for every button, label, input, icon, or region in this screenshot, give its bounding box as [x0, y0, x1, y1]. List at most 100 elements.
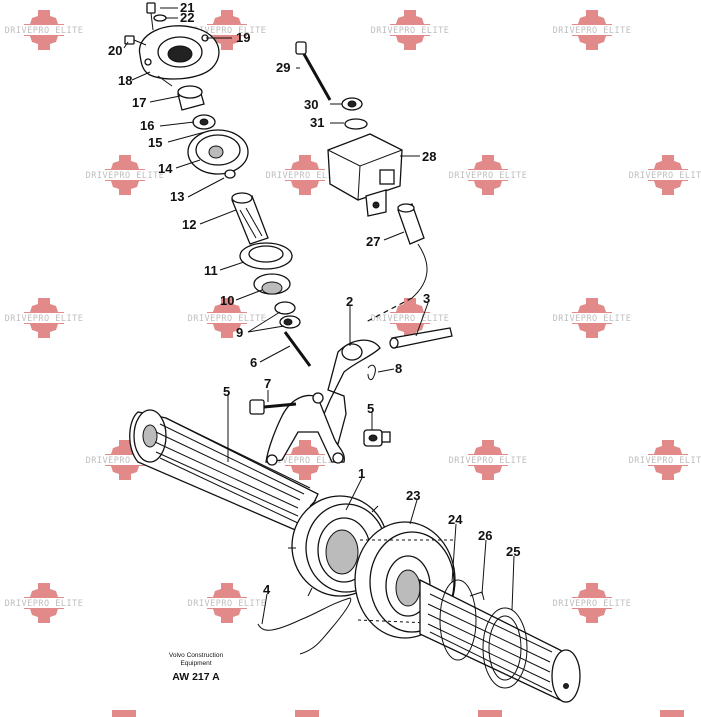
callout-28: 28 — [422, 149, 436, 164]
callout-7: 7 — [264, 376, 271, 391]
watermark-text: DRIVEPRO ELITE — [629, 456, 701, 466]
watermark-text: DRIVEPRO ELITE — [449, 456, 528, 466]
part-shift-fork — [265, 339, 381, 466]
watermark-text: DRIVEPRO ELITE — [371, 26, 450, 36]
watermark-fragment — [478, 710, 502, 717]
part-clip — [367, 364, 376, 381]
watermark-gear-icon: DRIVEPRO ELITE — [449, 155, 528, 195]
watermark-text: DRIVEPRO ELITE — [266, 456, 345, 466]
watermark-fragment — [112, 710, 136, 717]
callout-19: 19 — [236, 30, 250, 45]
part-snap-ring-24 — [439, 579, 477, 661]
watermark-gear-icon: DRIVEPRO ELITE — [188, 298, 267, 338]
callout-22: 22 — [180, 10, 194, 25]
callout-13: 13 — [170, 189, 184, 204]
part-hex-bolt — [249, 399, 297, 415]
watermark-gear-icon: DRIVEPRO ELITE — [449, 440, 528, 480]
callout-5-left: 5 — [223, 384, 230, 399]
part-lock-wire — [257, 597, 352, 655]
watermark-text: DRIVEPRO ELITE — [188, 599, 267, 609]
watermark-fragment — [295, 710, 319, 717]
callout-18: 18 — [118, 73, 132, 88]
watermark-gear-icon: DRIVEPRO ELITE — [266, 155, 345, 195]
watermark-text: DRIVEPRO ELITE — [86, 456, 165, 466]
part-housing-cover — [138, 25, 220, 87]
callout-3: 3 — [423, 291, 430, 306]
watermark-text: DRIVEPRO ELITE — [371, 314, 450, 324]
part-stud — [283, 331, 312, 367]
part-seal-ring — [239, 242, 293, 295]
callout-8: 8 — [395, 361, 402, 376]
watermark-gear-icon: DRIVEPRO ELITE — [5, 298, 84, 338]
callout-2: 2 — [346, 294, 353, 309]
callout-31: 31 — [310, 115, 324, 130]
callout-21: 21 — [180, 0, 194, 15]
part-spline-shaft-main — [129, 409, 319, 533]
watermark-text: DRIVEPRO ELITE — [86, 171, 165, 181]
watermark-gear-icon: DRIVEPRO ELITE — [266, 440, 345, 480]
watermark-text: DRIVEPRO ELITE — [629, 171, 701, 181]
callout-14: 14 — [158, 161, 173, 176]
watermark-gear-icon: DRIVEPRO ELITE — [86, 440, 165, 480]
watermark-gear-icon: DRIVEPRO ELITE — [5, 583, 84, 623]
part-bearing-small — [177, 85, 216, 130]
part-pin-rod — [365, 297, 453, 349]
watermark-gear-icon: DRIVEPRO ELITE — [629, 440, 701, 480]
watermark-fragment — [660, 710, 684, 717]
callout-27: 27 — [366, 234, 380, 249]
callout-labels: 21 22 20 19 18 17 16 15 14 13 12 11 10 9… — [108, 0, 520, 597]
part-spline-shaft-upper — [231, 192, 269, 245]
watermark-text: DRIVEPRO ELITE — [188, 314, 267, 324]
callout-10: 10 — [220, 293, 234, 308]
callout-20: 20 — [108, 43, 122, 58]
callout-15: 15 — [148, 135, 162, 150]
watermark-text: DRIVEPRO ELITE — [5, 314, 84, 324]
watermark-gear-icon: DRIVEPRO ELITE — [553, 298, 632, 338]
callout-29: 29 — [276, 60, 290, 75]
part-switch-sensor — [397, 203, 428, 299]
watermark-text: DRIVEPRO ELITE — [266, 171, 345, 181]
callout-9: 9 — [236, 325, 243, 340]
brand-line-1: Volvo Construction — [169, 652, 224, 659]
watermark-text: DRIVEPRO ELITE — [5, 599, 84, 609]
watermark-text: DRIVEPRO ELITE — [5, 26, 84, 36]
part-long-bolt — [295, 41, 332, 101]
watermark-text: DRIVEPRO ELITE — [553, 314, 632, 324]
callout-4: 4 — [263, 582, 271, 597]
part-pulley — [187, 129, 249, 179]
watermark-gear-icon: DRIVEPRO ELITE — [553, 583, 632, 623]
part-washer-25 — [482, 607, 528, 689]
callout-1: 1 — [358, 466, 365, 481]
callout-30: 30 — [304, 97, 318, 112]
watermark-gear-icon: DRIVEPRO ELITE — [86, 155, 165, 195]
callout-5-right: 5 — [367, 401, 374, 416]
watermark-gear-icon: DRIVEPRO ELITE — [371, 10, 450, 50]
part-spline-shaft-output — [419, 578, 581, 703]
callout-26: 26 — [478, 528, 492, 543]
watermark-text: DRIVEPRO ELITE — [553, 599, 632, 609]
part-bracket-block — [327, 133, 403, 217]
brand-caption: Volvo Construction Equipment AW 217 A — [169, 652, 224, 683]
part-shoe-right — [363, 429, 391, 447]
watermark-gear-icon: DRIVEPRO ELITE — [629, 155, 701, 195]
watermark-gear-icon: DRIVEPRO ELITE — [371, 298, 450, 338]
part-nut-washer — [341, 97, 368, 130]
callout-23: 23 — [406, 488, 420, 503]
watermark-text: DRIVEPRO ELITE — [553, 26, 632, 36]
watermark-gear-icon: DRIVEPRO ELITE — [188, 583, 267, 623]
watermark-gear-icon: DRIVEPRO ELITE — [5, 10, 84, 50]
parts-layer — [124, 2, 581, 703]
part-nuts — [274, 301, 301, 329]
part-bolt-top — [146, 2, 167, 31]
watermark-text: DRIVEPRO ELITE — [449, 171, 528, 181]
brand-line-2: Equipment — [180, 660, 211, 667]
callout-25: 25 — [506, 544, 520, 559]
leader-lines — [123, 7, 515, 625]
callout-17: 17 — [132, 95, 146, 110]
part-bolt-side — [124, 35, 147, 46]
callout-16: 16 — [140, 118, 154, 133]
callout-6: 6 — [250, 355, 257, 370]
callout-24: 24 — [448, 512, 463, 527]
callout-12: 12 — [182, 217, 196, 232]
